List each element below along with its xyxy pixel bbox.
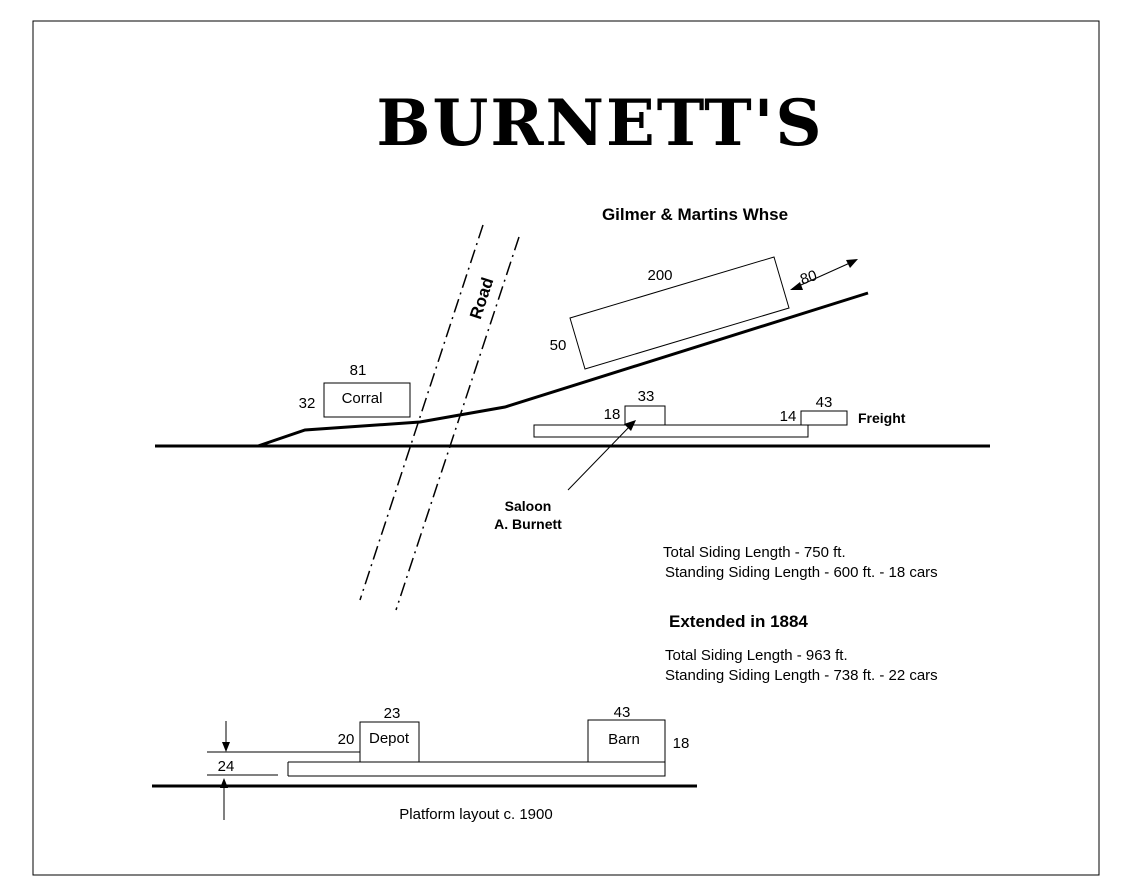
extended-standing-siding: Standing Siding Length - 738 ft. - 22 ca…: [665, 667, 938, 684]
warehouse-offset-arrowhead-left: [790, 282, 803, 290]
saloon-label-line1: Saloon: [505, 498, 552, 514]
warehouse-offset: 80: [798, 267, 819, 288]
freight-label: Freight: [858, 410, 906, 426]
depot-length: 23: [384, 705, 401, 722]
original-total-siding: Total Siding Length - 750 ft.: [663, 544, 846, 561]
warehouse-building: [569, 256, 790, 370]
road-left-edge: [359, 224, 484, 601]
extended-total-siding: Total Siding Length - 963 ft.: [665, 647, 848, 664]
saloon-pointer: [567, 423, 633, 491]
station-platform: [533, 424, 809, 438]
diagram-title: BURNETT'S: [376, 86, 823, 161]
freight-building: [800, 410, 848, 426]
corral-width: 32: [299, 395, 316, 412]
depot-building: [359, 721, 420, 763]
diagram-frame: [32, 20, 1100, 876]
corral-length: 81: [350, 362, 367, 379]
warehouse-offset-arrow: [791, 261, 853, 290]
saloon-label-line2: A. Burnett: [494, 516, 562, 532]
barn-length: 43: [614, 704, 631, 721]
saloon-pointer-arrowhead: [624, 420, 636, 431]
barn-building: [587, 719, 666, 763]
saloon-width: 18: [604, 406, 621, 423]
platform-layout-caption: Platform layout c. 1900: [399, 806, 552, 823]
freight-length: 43: [816, 394, 833, 411]
original-standing-siding: Standing Siding Length - 600 ft. - 18 ca…: [665, 564, 938, 581]
extension-heading: Extended in 1884: [669, 612, 808, 631]
warehouse-label: Gilmer & Martins Whse: [602, 205, 788, 224]
depot-label: Depot: [369, 730, 410, 747]
barn-label: Barn: [608, 731, 640, 748]
saloon-length: 33: [638, 388, 655, 405]
offset-arrowhead-down: [222, 742, 230, 752]
saloon-building: [624, 405, 666, 426]
warehouse-length: 200: [647, 267, 672, 284]
warehouse-width: 50: [550, 337, 567, 354]
siding-track: [257, 291, 869, 448]
offset-value: 24: [218, 758, 235, 775]
depot-width: 20: [338, 731, 355, 748]
road-right-edge: [395, 236, 520, 611]
freight-width: 14: [780, 408, 797, 425]
warehouse-offset-arrowhead-right: [846, 259, 858, 268]
corral-label: Corral: [342, 390, 383, 407]
offset-arrowhead-up: [220, 778, 228, 788]
corral-building: [323, 382, 411, 418]
barn-width: 18: [673, 735, 690, 752]
